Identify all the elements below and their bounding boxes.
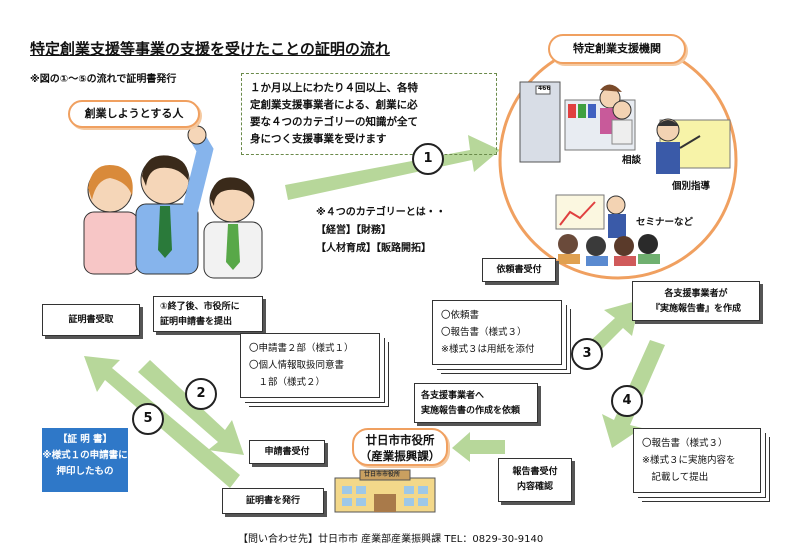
seal-line-2: ※様式１の申請書に: [42, 450, 128, 461]
request-providers-box: 各支援事業者へ 実施報告書の作成を依頼: [414, 383, 538, 423]
report-doc-line-2: ※様式３に実施内容を: [642, 455, 736, 466]
categories-line-1: 【経営】【財務】: [316, 225, 391, 236]
request-doc-line-3: ※様式３は用紙を添付: [441, 344, 535, 355]
city-office-building: [334, 469, 436, 513]
each-provider-line-1: 各支援事業者が: [664, 289, 728, 299]
contact-footer: 【問い合わせ先】廿日市市 産業部産業振興課 TEL：0829-30-9140: [238, 534, 544, 545]
support-line-2: 定創業支援事業者による、創業に必: [250, 99, 418, 111]
support-line-1: １か月以上にわたり４回以上、各特: [250, 82, 418, 94]
arrow-step1: [285, 135, 500, 200]
after-completion-line-2: 証明申請書を提出: [160, 317, 233, 327]
each-provider-line-2: 『実施報告書』を作成: [650, 304, 741, 314]
support-line-3: 要な４つのカテゴリーの知識が全て: [250, 116, 418, 128]
seal-line-1: 【証 明 書】: [57, 434, 113, 445]
step-1-marker: 1: [412, 143, 444, 175]
application-received-box: 申請書受付: [249, 440, 325, 464]
flow-note: ※図の①～⑤の流れで証明書発行: [30, 74, 177, 85]
building-sign: 廿日市市役所: [364, 471, 401, 478]
activity-guidance: 個別指導: [672, 181, 711, 192]
arrow-step2: [138, 360, 244, 455]
application-document: 〇申請書２部（様式１） 〇個人情報取扱同意書 １部（様式２）: [240, 333, 380, 398]
step-5-marker: 5: [132, 403, 164, 435]
report-check-line-2: 内容確認: [516, 482, 553, 492]
request-received-box: 依頼書受付: [482, 258, 556, 282]
certificate-seal-box: 【証 明 書】 ※様式１の申請書に 押印したもの: [42, 428, 128, 492]
seminar-illustration: [555, 194, 660, 266]
report-doc-line-3: 記載して提出: [642, 472, 709, 483]
activity-seminar: セミナーなど: [636, 217, 694, 228]
report-doc-line-1: 〇報告書（様式３）: [642, 438, 728, 449]
city-office-label: 廿日市市役所 （産業振興課）: [352, 428, 448, 466]
application-doc-line-3: １部（様式２）: [249, 377, 326, 388]
city-office-line-1: 廿日市市役所: [365, 433, 435, 447]
support-description: １か月以上にわたり４回以上、各特 定創業支援事業者による、創業に必 要な４つのカ…: [241, 73, 497, 155]
entrepreneur-label: 創業しようとする人: [68, 100, 200, 128]
request-doc-line-2: 〇報告書（様式３）: [441, 327, 527, 338]
consulting-illustration: [519, 81, 636, 163]
categories-line-2: 【人材育成】【販路開拓】: [316, 243, 431, 254]
agency-label: 特定創業支援機関: [548, 34, 686, 64]
entrepreneurs-illustration: [83, 125, 263, 279]
step-3-marker: 3: [571, 338, 603, 370]
support-line-4: 身につく支援事業を受けます: [250, 133, 387, 145]
seal-line-3: 押印したもの: [56, 466, 114, 477]
arrow-to-city: [452, 432, 505, 462]
report-check-box: 報告書受付 内容確認: [498, 458, 572, 502]
request-providers-line-2: 実施報告書の作成を依頼: [421, 406, 521, 416]
page-title: 特定創業支援等事業の支援を受けたことの証明の流れ: [30, 40, 390, 58]
room-sign: 466: [538, 85, 551, 92]
issue-certificate-box: 証明書を発行: [222, 488, 324, 514]
request-doc-line-1: 〇依頼書: [441, 310, 480, 321]
request-document: 〇依頼書 〇報告書（様式３） ※様式３は用紙を添付: [432, 300, 562, 365]
each-provider-box: 各支援事業者が 『実施報告書』を作成: [632, 281, 760, 321]
step-4-marker: 4: [611, 385, 643, 417]
report-document: 〇報告書（様式３） ※様式３に実施内容を 記載して提出: [633, 428, 761, 493]
categories-heading: ※４つのカテゴリーとは・・: [316, 207, 446, 218]
after-completion-line-1: ①終了後、市役所に: [160, 302, 240, 312]
application-doc-line-1: 〇申請書２部（様式１）: [249, 343, 354, 354]
guidance-illustration: [656, 118, 731, 174]
step-2-marker: 2: [185, 378, 217, 410]
report-check-line-1: 報告書受付: [512, 467, 558, 477]
certificate-received-box: 証明書受取: [42, 304, 140, 336]
activity-consulting: 相談: [622, 155, 642, 166]
city-office-line-2: （産業振興課）: [359, 449, 441, 463]
request-providers-line-1: 各支援事業者へ: [421, 391, 485, 401]
application-doc-line-2: 〇個人情報取扱同意書: [249, 360, 345, 371]
after-completion-box: ①終了後、市役所に 証明申請書を提出: [153, 296, 263, 332]
